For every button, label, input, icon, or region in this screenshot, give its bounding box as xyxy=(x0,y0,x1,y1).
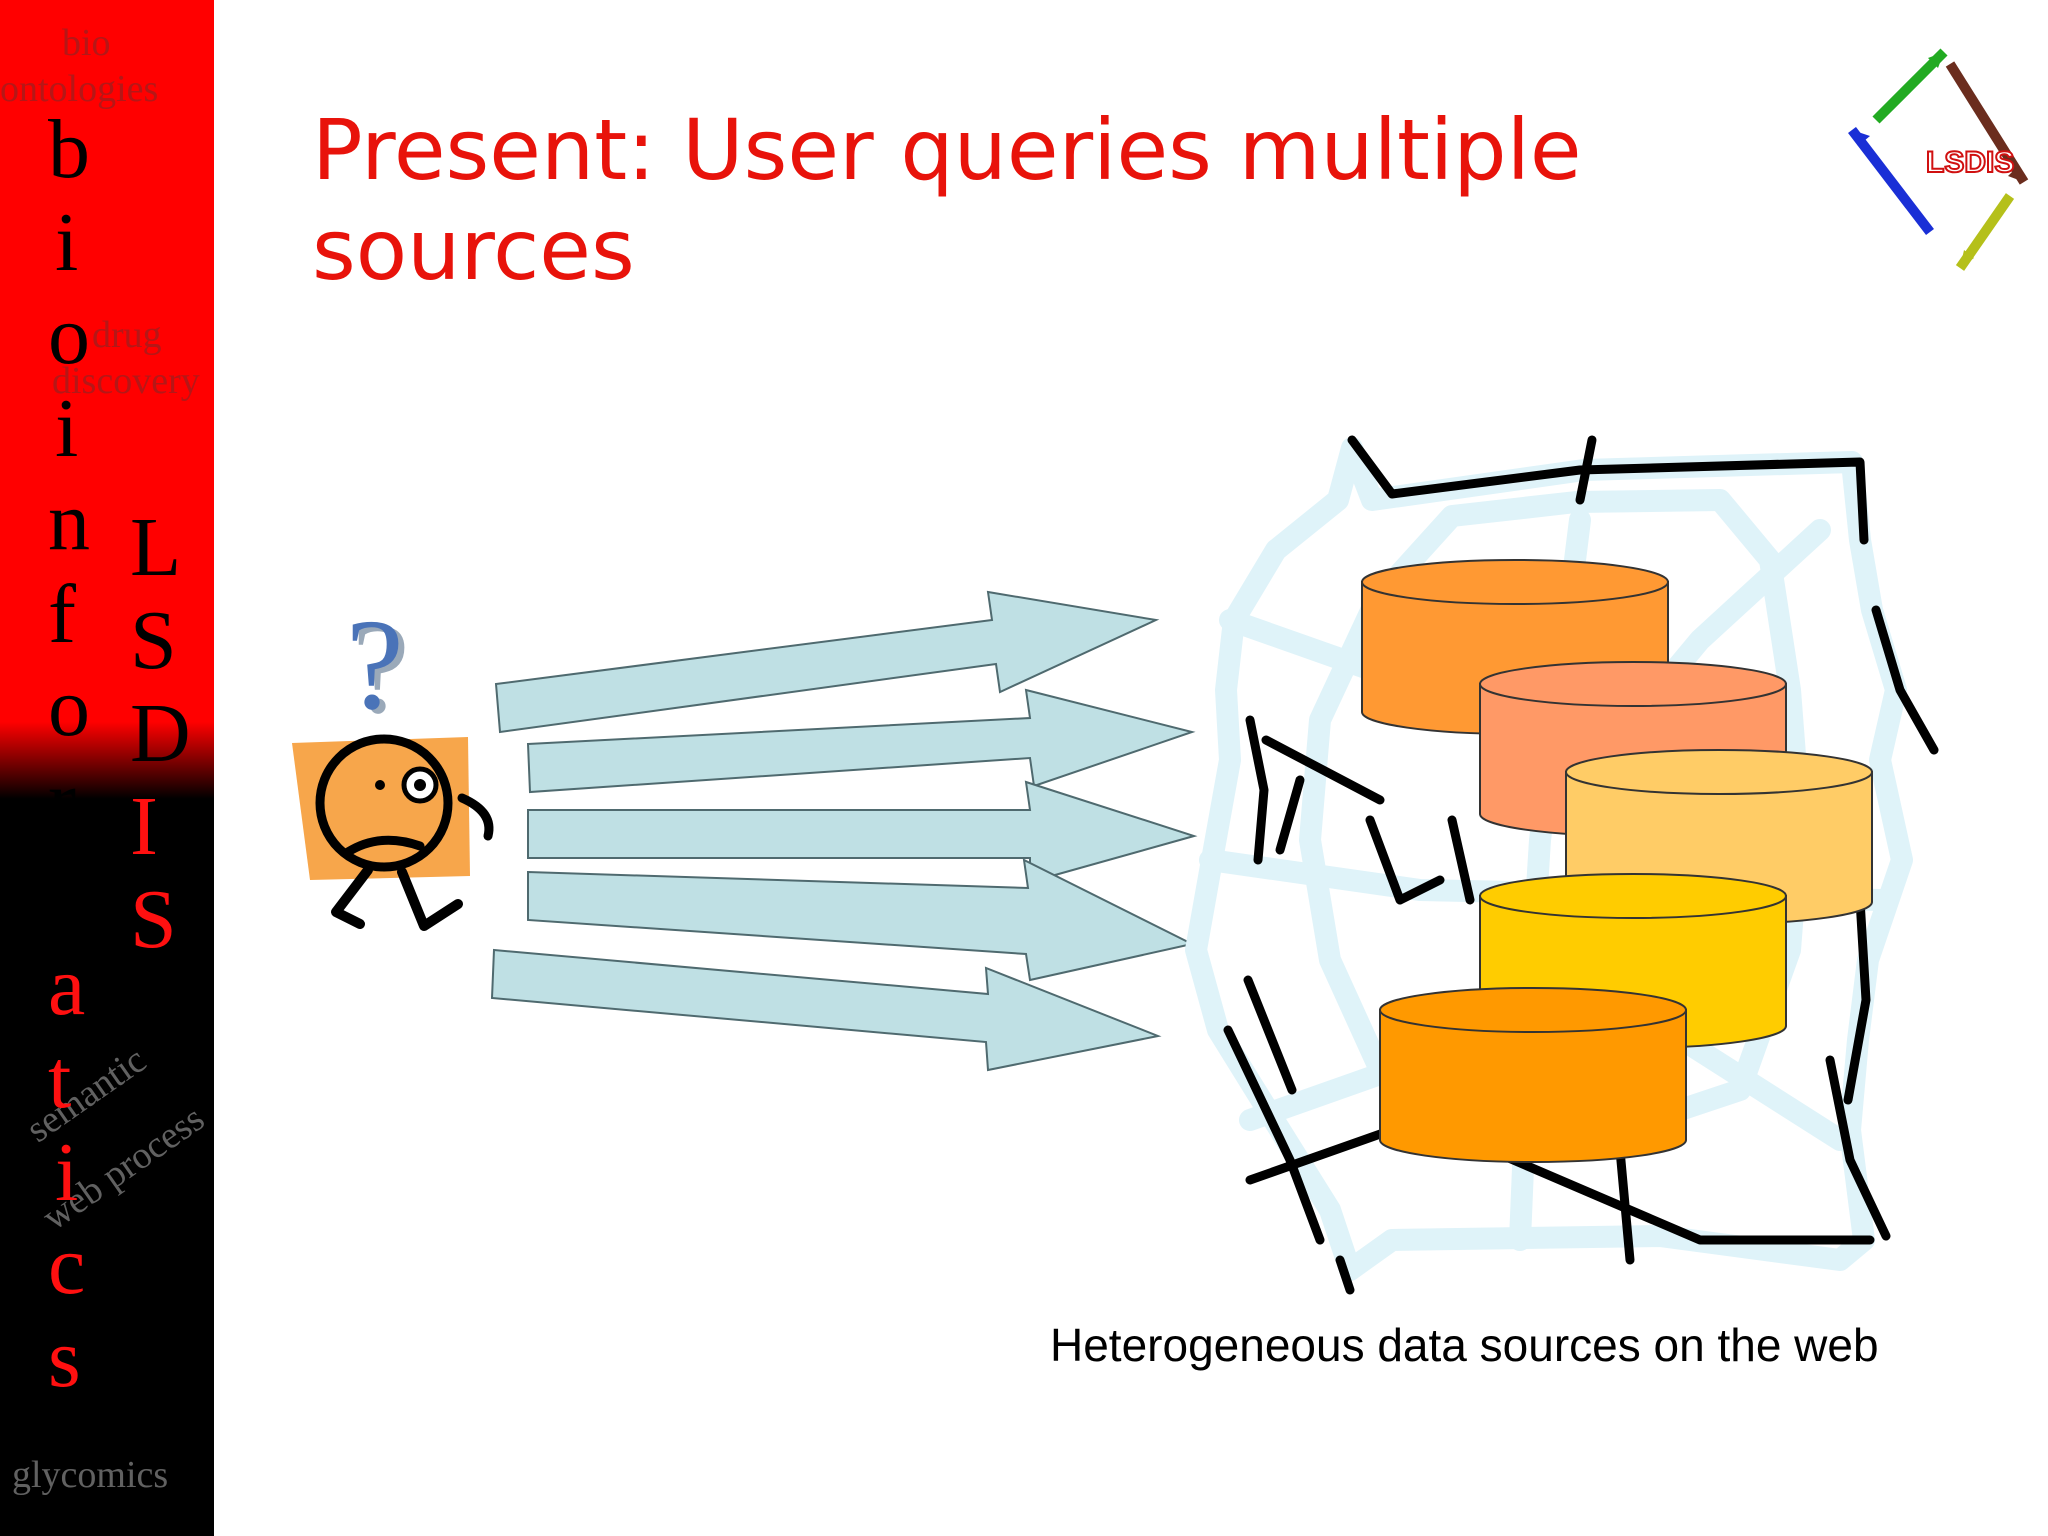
vertical-letter: t xyxy=(48,1033,72,1126)
term-drug: drug xyxy=(92,314,162,356)
term-ontologies: ontologies xyxy=(0,68,159,110)
figure-caption: Heterogeneous data sources on the web xyxy=(1050,1319,1879,1371)
vertical-letter: m xyxy=(34,847,100,940)
vertical-letter: i xyxy=(55,382,79,475)
query-arrow xyxy=(490,948,1162,1072)
vertical-letter: c xyxy=(48,1219,86,1312)
query-arrow xyxy=(494,590,1160,734)
question-mark-shadow: ? xyxy=(352,597,410,741)
lsdis-logo: LSDIS xyxy=(1848,48,2029,271)
term-glycomics: glycomics xyxy=(12,1454,169,1496)
sidebar-banner: bio ontologies drug discovery semantic w… xyxy=(0,0,214,1536)
question-mark-icon: ? xyxy=(346,593,404,737)
vertical-letter: n xyxy=(48,475,90,568)
database-stack xyxy=(1361,559,1873,1163)
logo-text: LSDIS xyxy=(1926,146,2014,179)
database-cylinder xyxy=(1379,987,1687,1163)
query-arrow xyxy=(526,688,1196,794)
slide-title: Present: User queries multiple sources xyxy=(312,101,1582,299)
vertical-letter: r xyxy=(48,754,76,847)
term-bio: bio xyxy=(62,22,111,64)
user-figure: ? ? xyxy=(292,593,494,931)
query-arrows xyxy=(490,590,1198,1072)
brand-letter: D xyxy=(130,687,191,780)
brand-letter: L xyxy=(130,501,182,594)
brand-letter: S xyxy=(130,594,177,687)
vertical-letter: f xyxy=(48,568,76,661)
query-arrow xyxy=(527,780,1198,884)
vertical-letter: a xyxy=(48,940,86,1033)
vertical-letter: s xyxy=(48,1312,81,1405)
brand-letter: S xyxy=(130,873,177,966)
term-discovery: discovery xyxy=(52,360,200,402)
brand-letter: I xyxy=(130,780,158,873)
database-cylinder xyxy=(1479,873,1787,1049)
vertical-letter: i xyxy=(55,1126,79,1219)
vertical-letter: o xyxy=(48,661,90,754)
vertical-letter: o xyxy=(48,289,90,382)
vertical-letter: i xyxy=(55,196,79,289)
query-arrow xyxy=(527,858,1195,982)
vertical-letter: b xyxy=(48,103,90,196)
